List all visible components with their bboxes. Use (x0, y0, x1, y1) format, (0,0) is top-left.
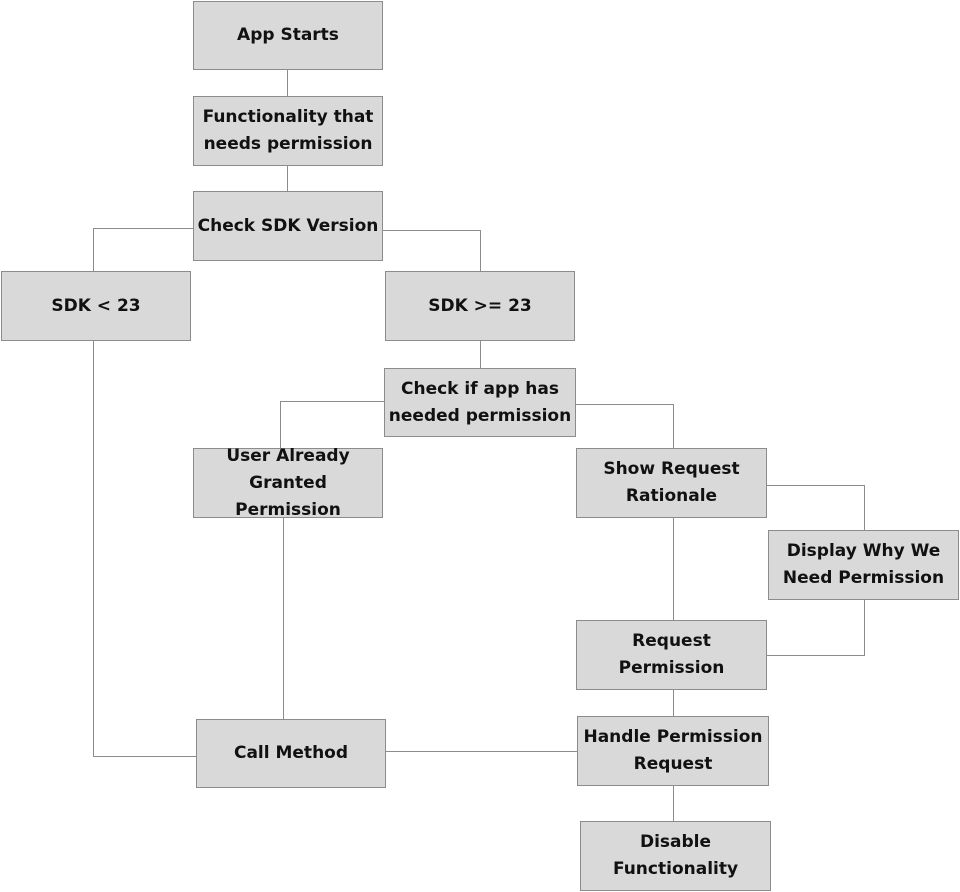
node-label: Show Request Rationale (603, 459, 740, 506)
node-call-method: Call Method (196, 719, 386, 788)
node-label: Disable Functionality (612, 832, 739, 879)
connector-show-rationale-to-display-why (767, 485, 865, 530)
node-user-already-granted: User Already Granted Permission (193, 446, 383, 520)
connector-check-sdk-to-sdk-ge-23 (383, 230, 481, 271)
node-disable-functionality: Disable Functionality (580, 821, 771, 891)
node-label: User Already Granted Permission (226, 445, 350, 520)
node-label: Check SDK Version (197, 215, 379, 236)
node-label: Check if app has needed permission (388, 378, 572, 426)
node-functionality-needs-permission: Functionality that needs permission (193, 96, 383, 166)
node-label: Handle Permission Request (583, 727, 763, 774)
node-label: Call Method (233, 743, 349, 763)
connector-check-permission-to-show-rationale (576, 404, 674, 448)
node-app-starts: App Starts (193, 1, 383, 70)
node-label: SDK < 23 (51, 295, 141, 316)
node-show-request-rationale: Show Request Rationale (576, 448, 767, 518)
node-display-why-need-permission: Display Why We Need Permission (768, 530, 959, 600)
node-handle-permission-request: Handle Permission Request (577, 716, 769, 786)
node-label: App Starts (237, 25, 339, 45)
node-label: Functionality that needs permission (202, 107, 374, 154)
connector-check-permission-to-already-granted (280, 401, 384, 448)
node-check-sdk-version: Check SDK Version (193, 191, 383, 261)
node-label: Request Permission (618, 631, 725, 678)
node-label: SDK >= 23 (428, 295, 532, 316)
connector-sdk-lt-23-to-call-method (93, 341, 196, 757)
node-request-permission: Request Permission (576, 620, 767, 690)
node-check-app-permission: Check if app has needed permission (384, 368, 576, 437)
node-sdk-lt-23: SDK < 23 (1, 271, 191, 341)
node-sdk-ge-23: SDK >= 23 (385, 271, 575, 341)
node-label: Display Why We Need Permission (782, 541, 945, 588)
connector-check-sdk-to-sdk-lt-23 (93, 228, 193, 271)
connector-display-why-to-request-permission (767, 600, 865, 656)
